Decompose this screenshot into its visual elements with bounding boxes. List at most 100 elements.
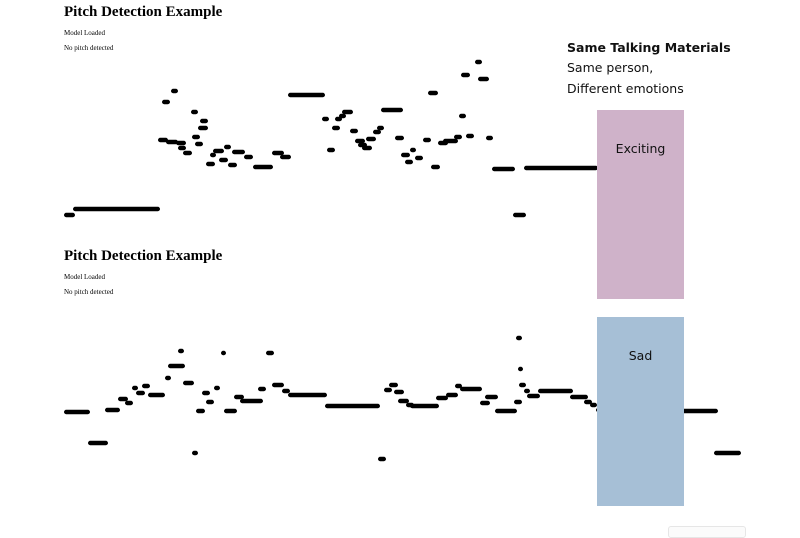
pitch-segment: [373, 129, 381, 135]
pitch-segment: [478, 76, 489, 82]
pitch-segment: [166, 139, 178, 145]
pitch-segment: [232, 149, 245, 155]
pitch-segment: [398, 398, 409, 404]
pitch-segment: [410, 147, 416, 153]
pitch-segment: [272, 150, 284, 156]
note-line: Different emotions: [567, 80, 684, 96]
pitch-segment: [446, 392, 458, 398]
pitch-segment: [355, 138, 365, 144]
pitch-segment: [327, 147, 335, 153]
pitch-segment: [192, 450, 198, 456]
pitch-segment: [178, 145, 186, 151]
pitch-status: No pitch detected: [64, 288, 114, 296]
pitch-segment: [480, 400, 490, 406]
pitch-segment: [210, 152, 216, 158]
pitch-segment: [486, 135, 493, 141]
note-heading: Same Talking Materials: [567, 40, 731, 55]
pitch-segment: [381, 107, 403, 113]
pitch-segment: [64, 212, 75, 218]
pitch-segment: [198, 125, 208, 131]
pitch-segment: [495, 408, 517, 414]
pitch-segment: [428, 90, 438, 96]
pitch-segment: [240, 398, 263, 404]
pitch-segment: [213, 148, 224, 154]
pitch-segment: [183, 150, 192, 156]
pitch-segment: [475, 59, 482, 65]
sad-highlight-box: Sad: [597, 317, 684, 506]
pitch-segment: [415, 155, 423, 161]
pitch-segment: [118, 396, 128, 402]
pitch-segment: [266, 350, 274, 356]
pitch-segment: [244, 154, 253, 160]
model-status: Model Loaded: [64, 273, 106, 281]
pitch-segment: [524, 165, 598, 171]
pitch-segment: [136, 390, 145, 396]
pitch-segment: [405, 159, 413, 165]
pitch-segment: [378, 456, 386, 462]
pitch-segment: [431, 164, 440, 170]
model-status: Model Loaded: [64, 29, 106, 37]
pitch-segment: [350, 128, 358, 134]
pitch-segment: [443, 138, 458, 144]
pitch-segment: [460, 386, 482, 392]
note-line: Same person,: [567, 60, 654, 75]
pitch-segment: [527, 393, 540, 399]
pitch-segment: [454, 134, 462, 140]
exciting-label: Exciting: [615, 141, 666, 156]
pitch-segment: [461, 72, 470, 78]
page-title: Pitch Detection Example: [64, 4, 223, 20]
pitch-segment: [165, 375, 171, 381]
pitch-segment: [714, 450, 741, 456]
pitch-segment: [224, 144, 231, 150]
pitch-segment: [518, 366, 523, 372]
pitch-segment: [538, 388, 573, 394]
corner-widget[interactable]: [668, 526, 746, 538]
pitch-segment: [366, 136, 376, 142]
pitch-status: No pitch detected: [64, 44, 114, 52]
pitch-segment: [88, 440, 108, 446]
pitch-segment: [436, 395, 448, 401]
pitch-segment: [288, 92, 325, 98]
pitch-segment: [73, 206, 160, 212]
pitch-segment: [158, 137, 168, 143]
pitch-segment: [192, 134, 200, 140]
exciting-highlight-box: Exciting: [597, 110, 684, 299]
pitch-segment: [423, 137, 431, 143]
pitch-segment: [228, 162, 237, 168]
pitch-segment: [142, 383, 150, 389]
pitch-segment: [395, 135, 404, 141]
pitch-segment: [389, 382, 398, 388]
pitch-segment: [362, 145, 372, 151]
pitch-segment: [339, 113, 346, 119]
pitch-segment: [325, 403, 380, 409]
pitch-segment: [377, 125, 384, 131]
pitch-segment: [513, 212, 526, 218]
pitch-segment: [148, 392, 165, 398]
pitch-segment: [125, 400, 133, 406]
pitch-segment: [282, 388, 290, 394]
pitch-segment: [519, 382, 526, 388]
pitch-segment: [253, 164, 273, 170]
pitch-segment: [105, 407, 120, 413]
pitch-segment: [342, 109, 353, 115]
sad-label: Sad: [628, 348, 653, 363]
pitch-segment: [410, 403, 439, 409]
pitch-segment: [221, 350, 226, 356]
pitch-segment: [492, 166, 515, 172]
pitch-segment: [219, 157, 228, 163]
pitch-segment: [178, 348, 184, 354]
pitch-segment: [183, 380, 194, 386]
pitch-segment: [171, 88, 178, 94]
pitch-segment: [191, 109, 198, 115]
pitch-segment: [258, 386, 266, 392]
pitch-segment: [214, 385, 220, 391]
pitch-segment: [168, 363, 185, 369]
pitch-segment: [516, 335, 522, 341]
page-title: Pitch Detection Example: [64, 248, 223, 264]
pitch-segment: [280, 154, 291, 160]
pitch-segment: [234, 394, 244, 400]
pitch-segment: [288, 392, 327, 398]
pitch-segment: [64, 409, 90, 415]
pitch-segment: [514, 399, 522, 405]
pitch-segment: [196, 408, 205, 414]
